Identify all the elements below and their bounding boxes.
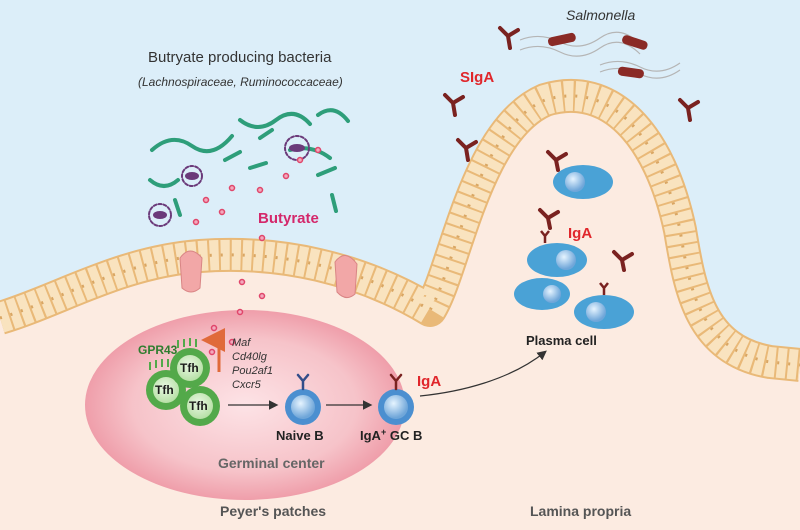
salmonella-label: Salmonella — [566, 7, 635, 23]
gene-item: Cd40lg — [232, 351, 268, 363]
antibody-group — [443, 26, 700, 162]
bacteria-rod — [330, 193, 338, 213]
plasma-cell — [514, 278, 570, 310]
tfh-label: Tfh — [155, 383, 174, 397]
bacteria-rod — [223, 150, 242, 162]
bacteria-cluster — [148, 108, 350, 227]
peyers-patches-label: Peyer's patches — [220, 503, 326, 519]
tfh-cell — [180, 386, 220, 426]
bacteria-rod — [316, 166, 337, 177]
iga-gc-b-label: IgA+ GC B — [360, 427, 422, 443]
butyrate-molecules — [192, 146, 322, 356]
plasma-cell — [527, 230, 587, 277]
naive-b-cell — [285, 373, 321, 425]
bacteria-filament — [148, 178, 180, 188]
plasma-cell — [574, 282, 634, 329]
bacteria-families: (Lachnospiraceae, Ruminococcaceae) — [138, 75, 343, 89]
bacteria-purple-body — [185, 172, 199, 180]
gene-item: Pou2af1 — [232, 365, 273, 377]
tfh-cell — [170, 338, 210, 388]
salmonella-rod — [617, 66, 644, 79]
salmonella-flagella — [599, 60, 681, 72]
plasma-cell-group — [514, 165, 634, 329]
salmonella-rod — [622, 35, 648, 50]
gc-to-plasma-arrow — [419, 350, 547, 397]
bacteria-rod — [248, 161, 268, 170]
antibody — [443, 93, 465, 117]
iga-gc-label: IgA — [417, 373, 441, 390]
lamina-propria-label: Lamina propria — [530, 503, 631, 519]
gene-item: Cxcr5 — [232, 379, 262, 391]
bacteria-purple-body — [153, 211, 167, 219]
iga-lamina-label: IgA — [568, 225, 592, 242]
bacteria-rod — [173, 198, 182, 217]
m-cell — [334, 255, 358, 298]
tfh-label: Tfh — [180, 361, 199, 375]
bacteria-purple — [148, 203, 172, 227]
iga-gc-b-cell — [378, 373, 414, 425]
gene-item: Maf — [232, 337, 251, 349]
salmonella-flagella — [519, 41, 641, 57]
bacteria-rod — [258, 128, 274, 140]
lamina-antibodies — [538, 150, 634, 272]
gpr43-label: GPR43 — [138, 343, 178, 357]
salmonella-flagella — [519, 31, 641, 47]
antibody — [612, 250, 634, 272]
tfh-label: Tfh — [189, 399, 208, 413]
bacteria-filament — [150, 134, 234, 154]
tfh-cell-cluster — [146, 338, 220, 426]
bacteria-filament — [238, 112, 312, 129]
bacteria-purple — [181, 165, 203, 187]
plasma-cell-label: Plasma cell — [526, 333, 597, 348]
m-cell — [179, 250, 203, 293]
bacteria-title: Butryate producing bacteria — [148, 49, 332, 66]
gene-list: Maf Cd40lg Pou2af1 Cxcr5 — [232, 337, 273, 391]
salmonella-rod — [548, 32, 576, 47]
bacteria-purple-body — [289, 144, 305, 152]
siga-label: SIgA — [460, 69, 494, 86]
antibody — [456, 138, 478, 162]
germinal-center-label: Germinal center — [218, 455, 325, 471]
antibody — [538, 208, 560, 230]
naive-b-label: Naive B — [276, 428, 324, 443]
butyrate-label: Butyrate — [258, 210, 319, 227]
plasma-cell — [553, 165, 613, 199]
salmonella-cluster — [519, 31, 681, 79]
bacteria-filament — [316, 108, 350, 123]
antibody — [546, 150, 568, 172]
antibody — [678, 98, 700, 122]
antibody — [498, 26, 520, 50]
